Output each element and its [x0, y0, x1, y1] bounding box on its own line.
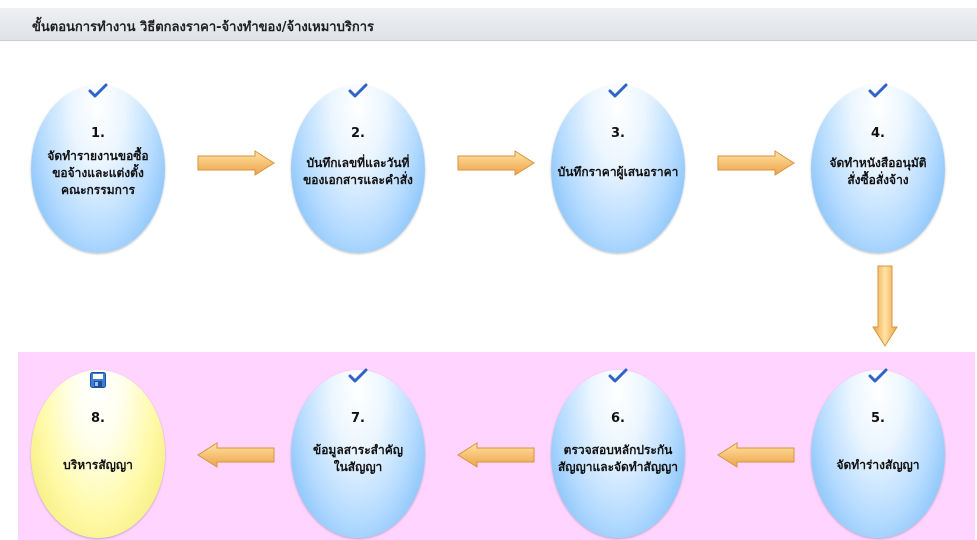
check-icon: [348, 83, 368, 98]
check-icon: [868, 368, 888, 383]
check-icon: [868, 83, 888, 98]
step-label: บริหารสัญญา: [63, 458, 133, 472]
check-icon: [88, 83, 108, 98]
arrow-right-icon: [457, 150, 535, 176]
page-title: ขั้นตอนการทำงาน วิธีตกลงราคา-จ้างทำของ/จ…: [32, 20, 374, 35]
step-number: 8.: [91, 411, 105, 426]
step-number: 6.: [611, 411, 625, 426]
arrow-down-icon: [872, 265, 898, 347]
check-icon: [608, 368, 628, 383]
step-number: 7.: [351, 411, 365, 426]
check-icon: [608, 83, 628, 98]
step-label: จัดทำร่างสัญญา: [836, 458, 920, 472]
arrow-left-icon: [717, 442, 795, 468]
check-icon: [348, 368, 368, 383]
page-header: ขั้นตอนการทำงาน วิธีตกลงราคา-จ้างทำของ/จ…: [0, 8, 977, 41]
step-label: จัดทำรายงานขอซื้อ ขอจ้างและแต่งตั้ง คณะก…: [47, 149, 149, 197]
step-3-ellipse[interactable]: 3. บันทึกราคาผู้เสนอราคา: [551, 83, 685, 253]
save-icon[interactable]: [90, 372, 106, 388]
step-label: บันทึกเลขที่และวันที่ ของเอกสารและคำสั่ง: [303, 156, 413, 187]
step-label: จัดทำหนังสืออนุมัติ สั่งซื้อสั่งจ้าง: [829, 156, 927, 187]
step-2-ellipse[interactable]: 2. บันทึกเลขที่และวันที่ ของเอกสารและคำส…: [291, 83, 425, 253]
arrow-right-icon: [717, 150, 795, 176]
step-label: บันทึกราคาผู้เสนอราคา: [557, 165, 679, 179]
arrow-left-icon: [457, 442, 535, 468]
step-number: 2.: [351, 126, 365, 141]
arrow-right-icon: [197, 150, 275, 176]
step-number: 5.: [871, 411, 885, 426]
step-number: 4.: [871, 126, 885, 141]
step-6-ellipse[interactable]: 6. ตรวจสอบหลักประกัน สัญญาและจัดทำสัญญา: [551, 368, 685, 538]
step-8-ellipse[interactable]: 8. บริหารสัญญา: [31, 370, 165, 538]
step-5-ellipse[interactable]: 5. จัดทำร่างสัญญา: [811, 368, 945, 538]
step-number: 3.: [611, 126, 625, 141]
step-number: 1.: [91, 126, 105, 141]
arrow-left-icon: [197, 442, 275, 468]
step-7-ellipse[interactable]: 7. ข้อมูลสาระสำคัญ ในสัญญา: [291, 368, 425, 538]
step-label: ตรวจสอบหลักประกัน สัญญาและจัดทำสัญญา: [557, 443, 679, 474]
step-1-ellipse[interactable]: 1. จัดทำรายงานขอซื้อ ขอจ้างและแต่งตั้ง ค…: [31, 83, 165, 253]
step-4-ellipse[interactable]: 4. จัดทำหนังสืออนุมัติ สั่งซื้อสั่งจ้าง: [811, 83, 945, 253]
step-label: ข้อมูลสาระสำคัญ ในสัญญา: [313, 443, 403, 474]
